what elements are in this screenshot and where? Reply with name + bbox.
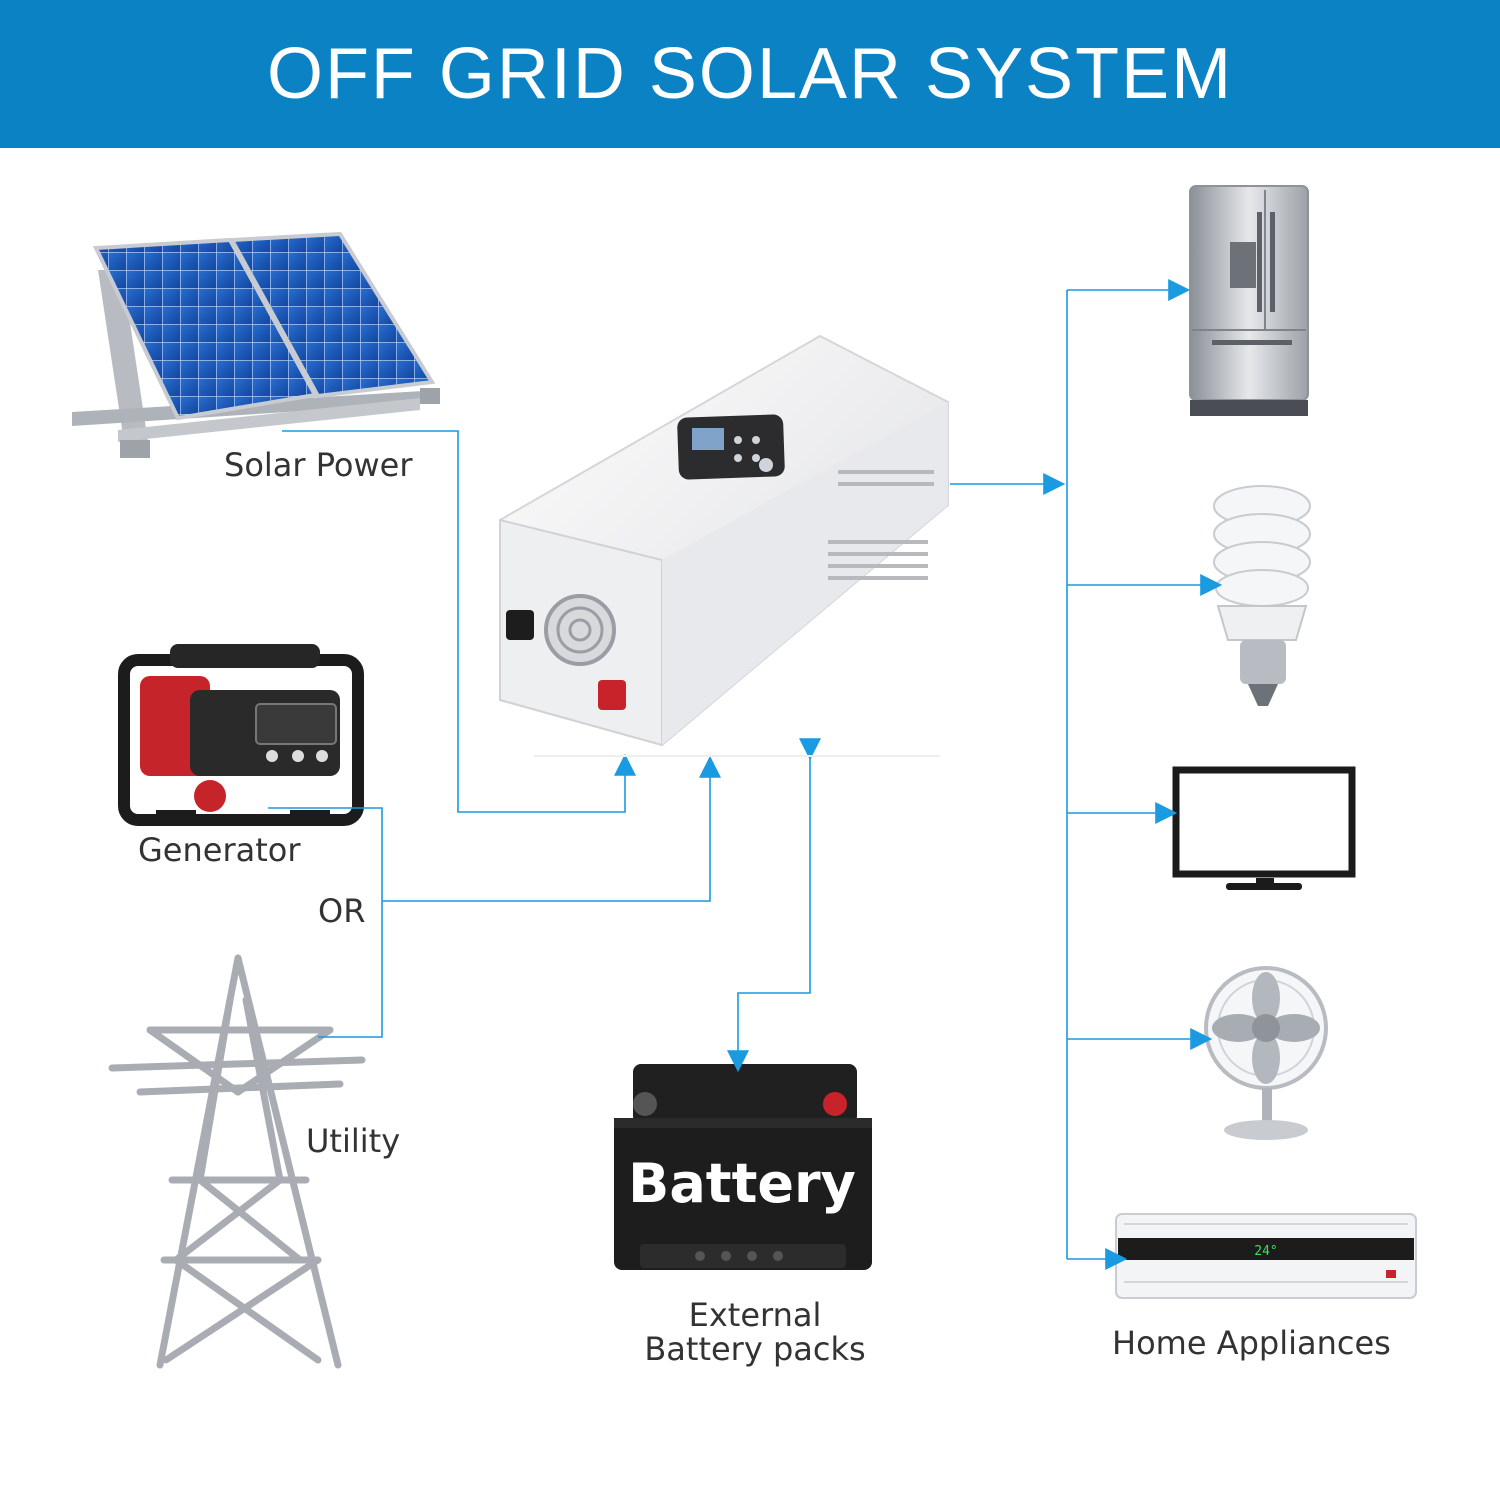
battery-face-label: Battery bbox=[628, 1152, 856, 1215]
utility-pylon-icon bbox=[108, 954, 366, 1369]
battery-icon: Battery bbox=[614, 1064, 872, 1270]
or-label: OR bbox=[318, 892, 366, 930]
solar-power-label: Solar Power bbox=[224, 446, 413, 484]
home-appliances-label: Home Appliances bbox=[1112, 1324, 1391, 1362]
fan-icon bbox=[1204, 966, 1328, 1140]
ac-display-text: 24° bbox=[1254, 1244, 1277, 1259]
external-battery-line2: Battery packs bbox=[644, 1330, 866, 1368]
ac-source-to-inverter-line bbox=[382, 755, 721, 902]
utility-label: Utility bbox=[306, 1122, 401, 1160]
generator-icon bbox=[118, 644, 364, 826]
refrigerator-icon bbox=[1189, 185, 1309, 416]
page-title: OFF GRID SOLAR SYSTEM bbox=[266, 34, 1234, 114]
title-banner: OFF GRID SOLAR SYSTEM bbox=[0, 0, 1500, 148]
external-battery-line1: External bbox=[688, 1296, 822, 1334]
connector-lines bbox=[268, 279, 1223, 1270]
inverter-icon bbox=[499, 334, 949, 747]
external-battery-label: External Battery packs bbox=[630, 1298, 880, 1366]
generator-utility-bus-line bbox=[268, 807, 383, 1038]
light-bulb-icon bbox=[1213, 485, 1311, 706]
generator-label: Generator bbox=[138, 831, 301, 869]
solar-panel-icon bbox=[72, 231, 440, 458]
solar-to-inverter-line bbox=[282, 430, 636, 813]
air-conditioner-icon: 24° bbox=[1115, 1213, 1417, 1299]
inverter-to-battery-line bbox=[727, 738, 821, 1073]
television-icon bbox=[1172, 766, 1356, 890]
